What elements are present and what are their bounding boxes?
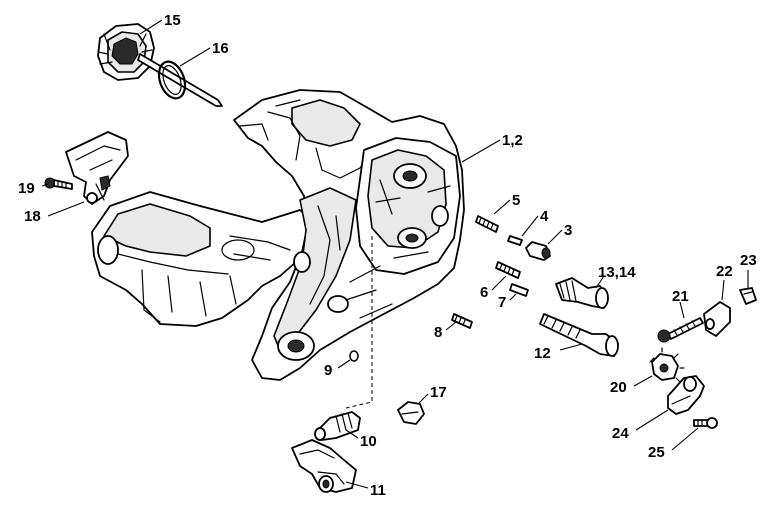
leader-9	[337, 359, 351, 369]
part-3-sleeve[interactable]	[525, 241, 551, 261]
leader-21	[679, 301, 685, 319]
label-1-2: 1,2	[502, 132, 523, 149]
label-5: 5	[512, 192, 520, 209]
leader-16	[179, 47, 211, 67]
part-23-clip[interactable]	[739, 287, 757, 305]
leader-13-14	[595, 275, 605, 289]
part-21-screw[interactable]	[657, 317, 704, 343]
part-1-2-crankcase[interactable]	[91, 89, 465, 381]
part-5-stud[interactable]	[475, 215, 499, 233]
label-7: 7	[498, 294, 506, 311]
leader-12	[559, 343, 583, 351]
label-16: 16	[212, 40, 229, 57]
part-18-guard[interactable]	[65, 131, 129, 205]
label-8: 8	[434, 324, 442, 341]
part-labels: 15 16 19 18 1,2 5 4 3 6 7 8 9 13,14 12 1…	[18, 12, 757, 499]
label-22: 22	[716, 263, 733, 280]
leader-lines	[41, 19, 749, 489]
part-13-14-adjuster[interactable]	[555, 277, 609, 309]
leader-6	[491, 275, 507, 291]
label-20: 20	[610, 379, 627, 396]
part-7-pin[interactable]	[509, 283, 529, 297]
part-16-o-ring[interactable]	[154, 58, 190, 102]
leader-17	[417, 393, 429, 405]
part-8-spring-stud[interactable]	[451, 313, 473, 329]
part-25-screw[interactable]	[693, 417, 718, 429]
label-19: 19	[18, 180, 35, 197]
leader-22	[721, 279, 725, 301]
part-24-lever[interactable]	[667, 375, 705, 415]
part-22-bracket[interactable]	[703, 301, 731, 337]
leader-7	[509, 293, 517, 301]
part-15-clutch-drum[interactable]	[97, 23, 223, 107]
leader-19	[41, 183, 49, 187]
label-12: 12	[534, 345, 551, 362]
leader-18	[47, 201, 85, 217]
leader-3	[547, 229, 563, 245]
part-11-hose[interactable]	[291, 439, 357, 493]
leader-1-2	[461, 139, 501, 163]
leader-20	[633, 375, 653, 387]
label-9: 9	[324, 362, 332, 379]
label-3: 3	[564, 222, 572, 239]
label-13-14: 13,14	[598, 264, 636, 281]
label-21: 21	[672, 288, 689, 305]
label-11: 11	[370, 482, 386, 499]
part-17-cap[interactable]	[397, 401, 425, 425]
part-12-bolt[interactable]	[539, 313, 619, 357]
leader-15	[139, 19, 163, 35]
label-10: 10	[360, 433, 377, 450]
label-17: 17	[430, 384, 447, 401]
part-4-pin[interactable]	[507, 235, 523, 246]
label-23: 23	[740, 252, 757, 269]
label-24: 24	[612, 425, 629, 442]
part-9-o-ring[interactable]	[349, 350, 359, 362]
label-25: 25	[648, 444, 665, 461]
label-15: 15	[164, 12, 181, 29]
leader-24	[635, 409, 669, 431]
leader-11	[345, 481, 369, 489]
leader-25	[671, 427, 699, 451]
label-4: 4	[540, 208, 549, 225]
assembly-line	[345, 236, 373, 409]
leader-5	[493, 199, 511, 215]
part-6-stud[interactable]	[495, 261, 521, 279]
leader-8	[445, 321, 457, 331]
label-18: 18	[24, 208, 41, 225]
part-20-gear[interactable]	[649, 347, 685, 383]
part-10-plug[interactable]	[314, 411, 361, 441]
part-19-screw[interactable]	[44, 177, 73, 190]
leader-10	[345, 429, 359, 439]
leader-4	[521, 215, 539, 237]
label-6: 6	[480, 284, 488, 301]
